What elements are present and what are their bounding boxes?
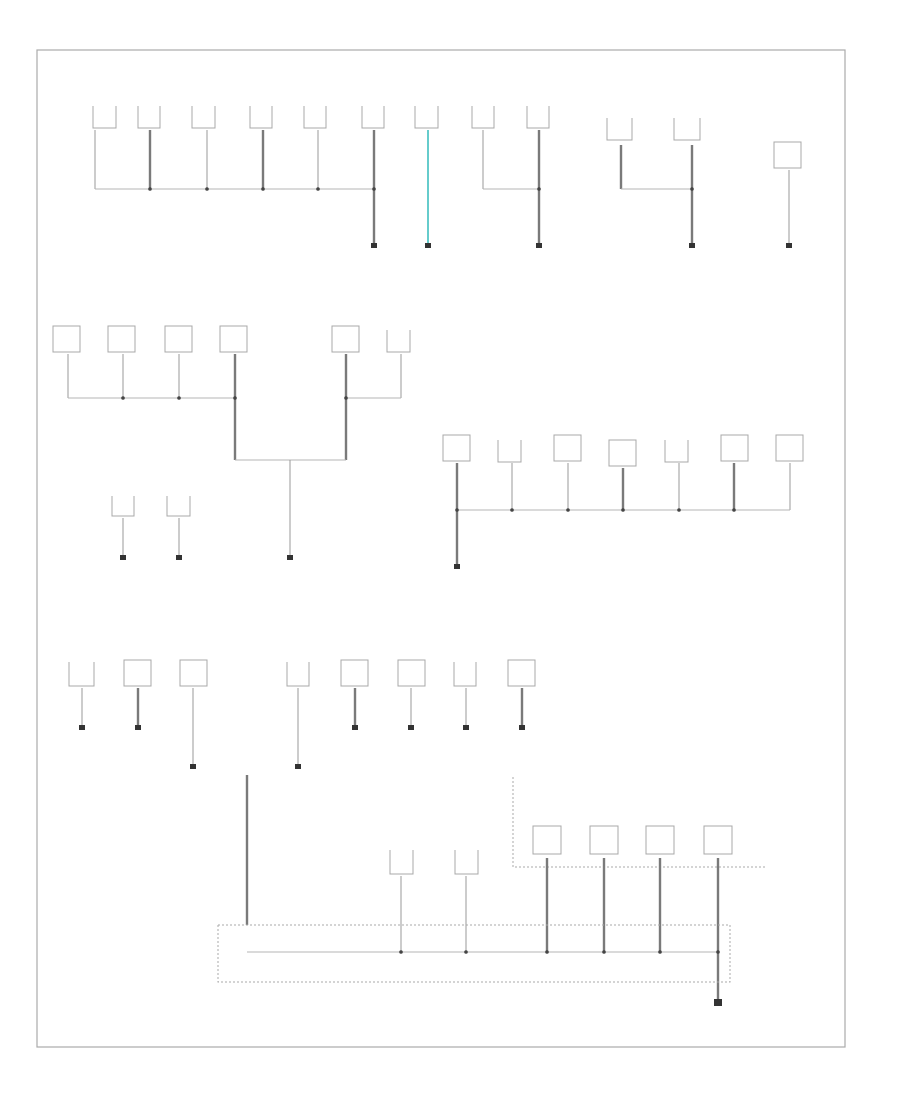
ground-terminal	[79, 725, 85, 730]
connector	[608, 439, 637, 467]
splice-node	[566, 508, 570, 512]
connector	[532, 825, 562, 855]
ground-terminal	[536, 243, 542, 248]
connector	[123, 659, 152, 687]
splice-node	[621, 508, 625, 512]
ground-terminal	[352, 725, 358, 730]
connector	[720, 434, 749, 462]
ground-terminal	[295, 764, 301, 769]
splice-node	[732, 508, 736, 512]
connector	[303, 106, 327, 129]
ground-terminal	[408, 725, 414, 730]
connector	[340, 659, 369, 687]
ground-terminal	[786, 243, 792, 248]
connector	[589, 825, 619, 855]
splice-node	[677, 508, 681, 512]
connector	[389, 850, 414, 875]
splice-node	[316, 187, 320, 191]
splice-node	[148, 187, 152, 191]
ground-terminal	[176, 555, 182, 560]
row2-left-ground-group	[52, 325, 411, 560]
row1-ground-group	[92, 106, 802, 248]
connector	[553, 434, 582, 462]
splice-node	[602, 950, 606, 954]
connector	[68, 662, 95, 687]
splice-node	[399, 950, 403, 954]
connector	[606, 118, 633, 141]
row3-left-ground-group	[68, 659, 208, 769]
connector	[442, 434, 471, 462]
ground-terminal	[454, 564, 460, 569]
connector	[775, 434, 804, 462]
splice-node	[510, 508, 514, 512]
row3-middle-ground-group	[286, 659, 536, 769]
connector	[166, 496, 191, 517]
connector	[137, 106, 161, 129]
splice-node	[177, 396, 181, 400]
ground-terminal	[120, 555, 126, 560]
connector	[397, 659, 426, 687]
splice-node	[716, 950, 720, 954]
splice-node	[455, 508, 459, 512]
diagram-frame	[36, 49, 846, 1048]
connector	[386, 330, 411, 353]
connector	[471, 106, 495, 129]
connector	[414, 106, 439, 129]
connector	[179, 659, 208, 687]
connector	[219, 325, 248, 353]
connector	[673, 118, 701, 141]
connector	[111, 496, 135, 517]
connector	[92, 106, 117, 129]
splice-node	[545, 950, 549, 954]
ground-terminal	[371, 243, 377, 248]
splice-node	[658, 950, 662, 954]
trailer-connector-outline	[512, 777, 765, 868]
connector	[454, 850, 479, 875]
connector	[507, 659, 536, 687]
splice-node	[464, 950, 468, 954]
splice-node	[121, 396, 125, 400]
connector	[164, 325, 193, 353]
row2-right-ground-group	[442, 434, 804, 569]
splice-node	[261, 187, 265, 191]
splice-pack-outline	[217, 924, 731, 983]
connector	[286, 662, 310, 687]
connector	[453, 662, 477, 687]
connector	[191, 106, 216, 129]
ground-terminal	[519, 725, 525, 730]
connector	[773, 141, 802, 169]
splice-node	[233, 396, 237, 400]
connector	[107, 325, 136, 353]
connector	[331, 325, 360, 353]
ground-terminal	[425, 243, 431, 248]
connector	[52, 325, 81, 353]
ground-terminal	[463, 725, 469, 730]
bottom-ground-group	[217, 775, 765, 1006]
splice-node	[205, 187, 209, 191]
ground-terminal	[689, 243, 695, 248]
splice-node	[372, 187, 376, 191]
connector	[703, 825, 733, 855]
ground-terminal	[287, 555, 293, 560]
splice-node	[344, 396, 348, 400]
connector	[664, 440, 689, 463]
ground-terminal	[135, 725, 141, 730]
ground-terminal	[190, 764, 196, 769]
splice-node	[690, 187, 694, 191]
connector	[497, 440, 522, 463]
splice-node	[537, 187, 541, 191]
ground-terminal	[714, 999, 722, 1006]
connector	[645, 825, 675, 855]
connector	[249, 106, 273, 129]
connector	[361, 106, 385, 129]
connector	[526, 106, 550, 129]
